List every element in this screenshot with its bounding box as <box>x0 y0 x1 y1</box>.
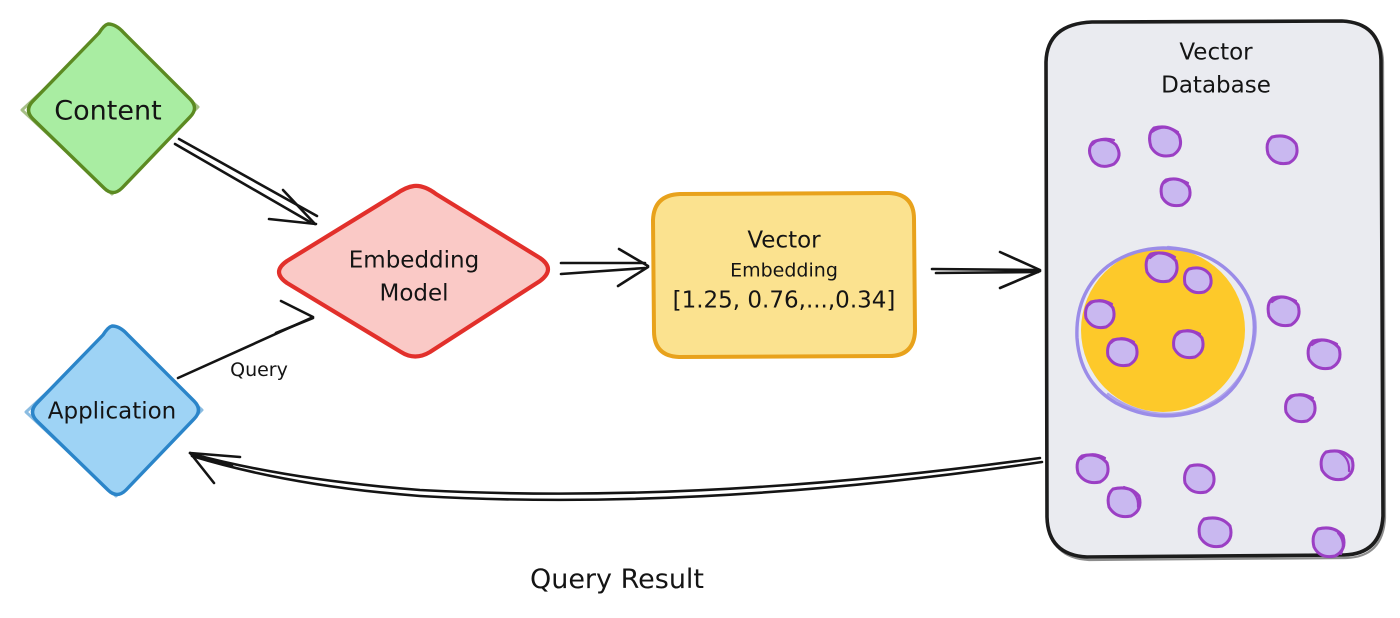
vector-point <box>1172 329 1205 360</box>
edge-vector-database-to-application: Query Result <box>188 451 1044 595</box>
embedding-model-label-line2: Model <box>379 281 448 307</box>
vector-point <box>1148 125 1182 158</box>
vector-point <box>1183 463 1216 495</box>
content-diamond <box>26 22 197 195</box>
vector-point <box>1088 137 1121 168</box>
node-content[interactable]: Content <box>20 22 200 196</box>
vector-point <box>1197 516 1233 549</box>
vector-embedding-box <box>651 191 917 359</box>
application-diamond <box>30 324 201 497</box>
node-embedding-model[interactable]: Embedding Model <box>276 183 551 359</box>
vector-database-label-line1: Vector <box>1179 40 1253 66</box>
vector-point <box>1075 453 1110 485</box>
vector-point <box>1106 485 1142 519</box>
vector-point <box>1159 177 1192 208</box>
vector-point <box>1306 338 1342 371</box>
embedding-model-diamond <box>276 183 551 359</box>
edge-vector-embedding-to-vector-database <box>930 250 1042 290</box>
embedding-model-label-line1: Embedding <box>349 248 479 274</box>
edge-content-to-embedding-model <box>173 137 319 226</box>
node-vector-embedding[interactable]: Vector Embedding [1.25, 0.76,...,0.34] <box>651 191 917 359</box>
node-vector-database[interactable]: Vector Database <box>1044 19 1387 562</box>
vector-point <box>1084 299 1116 330</box>
edge-embedding-model-to-vector-embedding <box>559 247 650 288</box>
vector-point <box>1106 337 1139 368</box>
edge-application-to-embedding-model: Query <box>176 299 315 381</box>
vector-point <box>1311 526 1346 559</box>
edge-label-query-result: Query Result <box>530 564 704 595</box>
vector-database-label-line2: Database <box>1161 73 1271 99</box>
vector-point <box>1265 134 1299 166</box>
vector-embedding-value: [1.25, 0.76,...,0.34] <box>673 288 896 314</box>
edge-label-query: Query <box>230 359 288 381</box>
vector-point <box>1183 266 1213 295</box>
vector-point <box>1266 295 1301 328</box>
vector-embedding-label-line1: Vector <box>747 228 821 254</box>
content-label: Content <box>54 96 161 127</box>
vector-point <box>1144 251 1179 284</box>
vector-point <box>1319 449 1355 482</box>
vector-embedding-label-line2: Embedding <box>730 260 838 282</box>
node-application[interactable]: Application <box>24 324 204 498</box>
vector-points-group <box>1075 125 1355 559</box>
vector-point <box>1284 393 1317 424</box>
application-label: Application <box>48 399 177 425</box>
